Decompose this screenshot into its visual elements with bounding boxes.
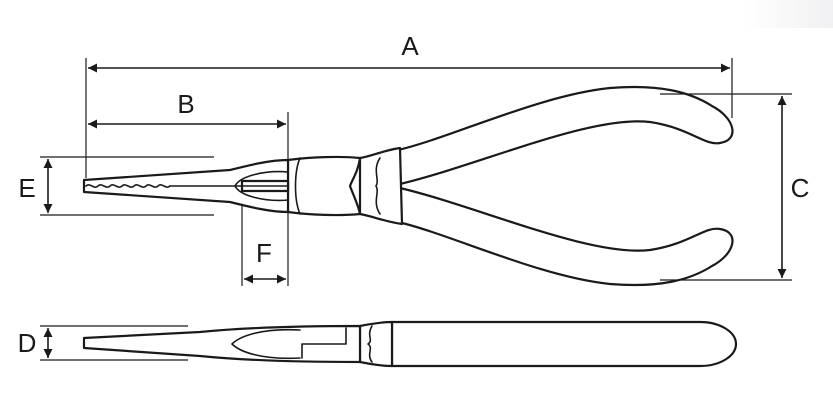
label-f: F [256, 238, 272, 268]
corner-shade [743, 0, 833, 28]
side-jaw-inner [231, 328, 301, 360]
label-b: B [177, 89, 194, 119]
pliers-side-view [82, 320, 738, 368]
side-handle [390, 320, 738, 368]
pivot-edge [294, 157, 301, 215]
dimension-arrows [43, 63, 787, 358]
label-d: D [18, 328, 37, 358]
side-neck-curve [367, 325, 373, 363]
jaw-serration [85, 184, 171, 188]
side-body [82, 324, 362, 364]
pliers-top-view [82, 85, 734, 287]
label-c: C [791, 173, 810, 203]
dimension-labels: A B C D E F [18, 31, 810, 358]
label-a: A [401, 31, 419, 61]
side-joint-step [301, 327, 347, 359]
pivot-neck [358, 146, 404, 226]
lower-handle [396, 186, 734, 287]
neck-curve [375, 157, 381, 215]
extension-lines [40, 58, 792, 361]
upper-handle [396, 85, 734, 186]
side-neck [358, 320, 394, 368]
label-e: E [18, 173, 35, 203]
pivot-body [286, 155, 362, 217]
